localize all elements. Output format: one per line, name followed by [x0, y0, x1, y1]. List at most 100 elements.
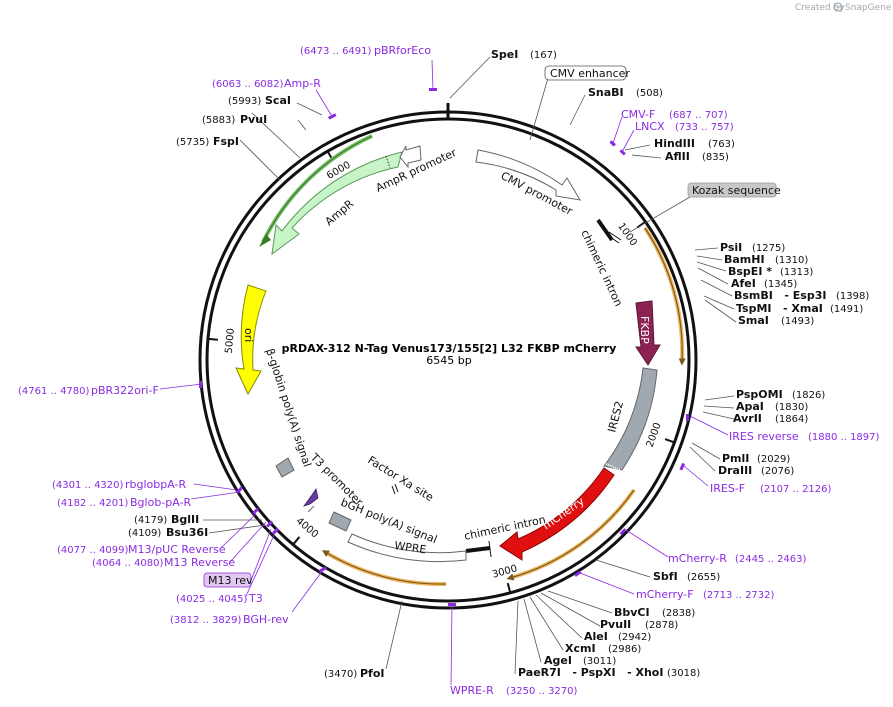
- cmv-promoter-arrow[interactable]: [475, 149, 581, 201]
- enzyme-pos: (2878): [645, 620, 678, 631]
- enzyme-pos: (1398): [836, 291, 869, 302]
- tick-label: 4000: [294, 516, 321, 541]
- bglobin-label: β-globin poly(A) signal: [263, 347, 314, 469]
- credit-text: Created by: [795, 3, 845, 13]
- bgh-block[interactable]: [328, 511, 352, 532]
- primer-label[interactable]: M13/pUC Reverse: [128, 543, 226, 556]
- enzyme-label[interactable]: SnaBI: [588, 86, 624, 99]
- primer-label[interactable]: M13 Reverse: [164, 556, 235, 569]
- snapgene-logo-icon: [833, 2, 843, 12]
- enzyme-label[interactable]: PsiI: [720, 241, 742, 254]
- tick-mark: [664, 438, 675, 444]
- enzyme-label[interactable]: PvuI: [240, 113, 267, 126]
- enzyme-label[interactable]: AgeI: [544, 654, 572, 667]
- enzyme-label[interactable]: PvuII: [600, 618, 631, 631]
- enzyme-label[interactable]: ApaI: [736, 400, 764, 413]
- enzyme-label[interactable]: AleI: [584, 630, 608, 643]
- primer-label[interactable]: Amp-R: [284, 77, 321, 90]
- primer-label[interactable]: pBRforEco: [374, 44, 431, 57]
- wpre-block[interactable]: [347, 533, 467, 563]
- bglobin-block[interactable]: [275, 457, 295, 478]
- enzyme-pos: (5735): [176, 137, 209, 148]
- m13-rev-callout[interactable]: M13 rev: [203, 572, 253, 588]
- enzyme-pos: (2942): [618, 632, 651, 643]
- primer-label[interactable]: Bglob-pA-R: [130, 496, 192, 509]
- primer-label[interactable]: mCherry-R: [668, 552, 727, 565]
- enzyme-pos: (1830): [775, 402, 808, 413]
- enzyme-label[interactable]: PspOMI: [736, 388, 783, 401]
- fkbp-label: FKBP: [638, 316, 651, 344]
- enzyme-label[interactable]: Bsu36I: [166, 526, 208, 539]
- primer-label[interactable]: pBR322ori-F: [91, 384, 159, 397]
- tick-mark: [207, 337, 218, 341]
- ori-label: ori: [242, 328, 255, 342]
- enzyme-pos: (1310): [775, 255, 808, 266]
- primer-label[interactable]: mCherry-F: [636, 588, 694, 601]
- enzyme-label[interactable]: BbvCI: [614, 606, 650, 619]
- enzyme-label[interactable]: SmaI: [738, 314, 769, 327]
- primer-range: (2107 .. 2126): [760, 484, 832, 495]
- enzyme-pos: (1313): [780, 267, 813, 278]
- enzyme-label[interactable]: FspI: [213, 135, 239, 148]
- fkbp-arrow[interactable]: [635, 300, 661, 366]
- ori-arrow[interactable]: [235, 284, 267, 396]
- credit-brand: SnapGene: [845, 3, 892, 13]
- primer-label[interactable]: IRES-F: [710, 482, 745, 495]
- enzyme-label[interactable]: AfeI: [731, 277, 756, 290]
- primer-range: (4064 .. 4080): [92, 558, 164, 569]
- ampr-arrow[interactable]: [271, 151, 403, 256]
- kozak-callout[interactable]: Kozak sequence: [629, 182, 781, 233]
- enzyme-label[interactable]: BsmBI - Esp3I: [734, 289, 826, 302]
- primer-label[interactable]: WPRE-R: [450, 684, 494, 697]
- enzyme-labels: SpeI (167) SnaBI (508) HindIII (763) Afl…: [128, 48, 869, 680]
- primer-range: (2713 .. 2732): [703, 590, 775, 601]
- enzyme-label[interactable]: PfoI: [360, 667, 385, 680]
- wpre-label: WPRE: [394, 539, 428, 556]
- cmv-enhancer-callout[interactable]: CMV enhancer: [529, 65, 630, 141]
- kozak-label: Kozak sequence: [692, 184, 781, 197]
- primer-label[interactable]: T3: [248, 592, 263, 605]
- enzyme-label[interactable]: DraIII: [718, 464, 752, 477]
- primer-range: (3250 .. 3270): [506, 686, 578, 697]
- enzyme-label[interactable]: SpeI: [491, 48, 518, 61]
- tick-label: 5000: [224, 328, 237, 354]
- plasmid-name: pRDAX-312 N-Tag Venus173/155[2] L32 FKBP…: [282, 342, 617, 355]
- enzyme-label[interactable]: SbfI: [653, 570, 678, 583]
- t3-promoter-arrow[interactable]: [302, 487, 319, 507]
- primer-label[interactable]: CMV-F: [621, 108, 655, 121]
- enzyme-label[interactable]: BspEI *: [728, 265, 772, 278]
- enzyme-label[interactable]: BglII: [171, 513, 199, 526]
- enzyme-label[interactable]: BamHI: [724, 253, 765, 266]
- enzyme-label[interactable]: XcmI: [565, 642, 596, 655]
- enzyme-pos: (1491): [830, 304, 863, 315]
- enzyme-label[interactable]: AflII: [665, 150, 690, 163]
- enzyme-pos: (1345): [764, 279, 797, 290]
- enzyme-label[interactable]: HindIII: [654, 137, 695, 150]
- enzyme-label[interactable]: PaeR7I - PspXI - XhoI: [518, 666, 663, 679]
- enzyme-label[interactable]: TspMI - XmaI: [736, 302, 823, 315]
- enzyme-label[interactable]: PmlI: [722, 452, 749, 465]
- enzyme-pos: (835): [702, 152, 729, 163]
- enzyme-pos: (2655): [687, 572, 720, 583]
- factor-xa-mark: [391, 483, 399, 495]
- mcherry-arrow[interactable]: [499, 467, 615, 561]
- enzyme-label[interactable]: AvrII: [733, 412, 762, 425]
- enzyme-pos: (2838): [662, 608, 695, 619]
- enzyme-pos: (1826): [792, 390, 825, 401]
- leader-lines: [159, 56, 737, 686]
- ampr-label: AmpR: [323, 197, 357, 228]
- enzyme-pos: (3011): [583, 656, 616, 667]
- primer-range: (687 .. 707): [669, 110, 728, 121]
- enzyme-pos: (2029): [757, 454, 790, 465]
- enzyme-pos: (508): [636, 88, 663, 99]
- primer-range: (4025 .. 4045): [176, 594, 248, 605]
- enzyme-label[interactable]: ScaI: [265, 94, 291, 107]
- primer-label[interactable]: IRES reverse: [729, 430, 799, 443]
- primer-range: (4077 .. 4099): [57, 545, 129, 556]
- ampr-promoter-arrow[interactable]: [399, 145, 422, 169]
- factor-xa-label: Factor Xa site: [365, 454, 436, 505]
- primer-label[interactable]: rbglobpA-R: [125, 478, 186, 491]
- primer-range: (4761 .. 4780): [18, 386, 90, 397]
- primer-label[interactable]: BGH-rev: [243, 613, 289, 626]
- primer-label[interactable]: LNCX: [635, 120, 665, 133]
